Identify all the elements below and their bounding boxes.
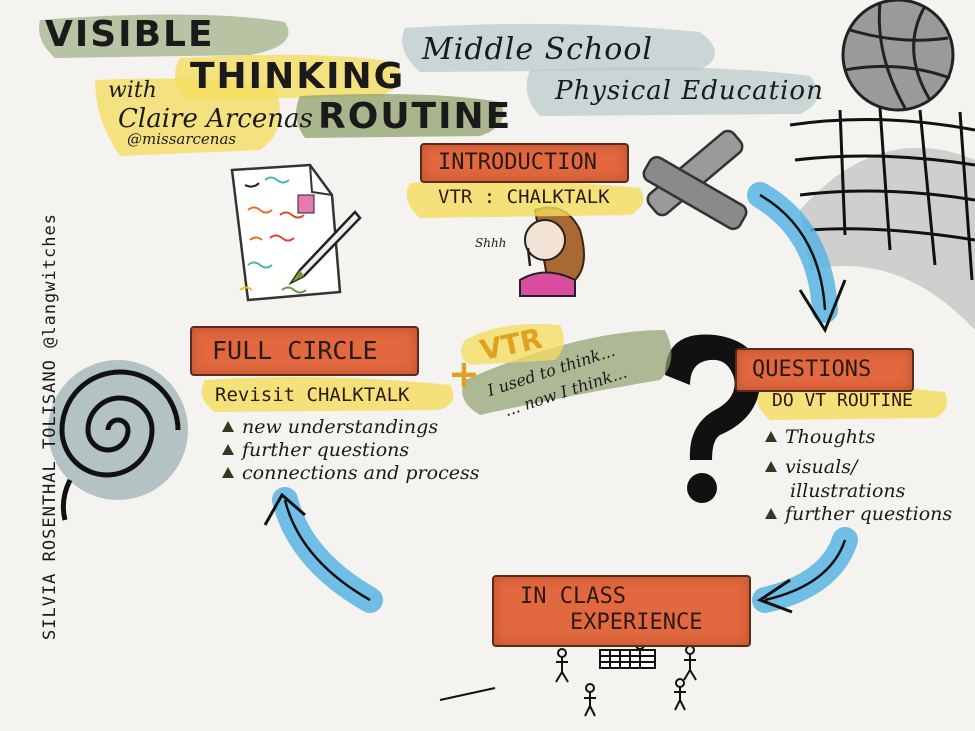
author-name: Claire Arcenas [118,104,313,134]
in-class-line-1: IN CLASS [520,584,626,609]
bullet-icon [765,431,777,442]
title-line-2: THINKING [190,56,406,97]
full-circle-item: connections and process [222,464,479,483]
with-label: with [108,78,157,103]
students-playing-icon [439,640,697,717]
questions-label: QUESTIONS [752,357,872,382]
in-class-line-2: EXPERIENCE [570,610,703,635]
bullet-icon [222,467,234,478]
in-class-banner [492,575,751,647]
author-handle: @missarcenas [127,130,237,148]
introduction-label: INTRODUCTION [438,150,597,175]
full-circle-banner [190,326,419,376]
chalk-icon [642,129,748,231]
bullet-icon [222,421,234,432]
chalktalk-paper-icon [230,163,362,302]
questions-item: Thoughts [765,428,875,447]
volleyball-icon [841,0,955,112]
questions-item: further questions [765,505,952,524]
full-circle-item: further questions [222,441,409,460]
bullet-icon [222,444,234,455]
introduction-routine: VTR : CHALKTALK [438,186,610,208]
introduction-banner [420,143,629,183]
full-circle-item: new understandings [222,418,438,437]
questions-item: visuals/ [765,458,857,477]
full-circle-routine: Revisit CHALKTALK [215,384,410,406]
full-circle-label: FULL CIRCLE [212,336,378,365]
subtitle-line-1: Middle School [422,32,653,67]
spiral-icon [48,360,188,521]
vtr-plus: + [448,352,480,396]
thinking-girl-icon [519,206,585,297]
questions-banner [735,348,914,392]
title-line-1: VISIBLE [45,14,215,55]
net-icon [789,107,975,330]
subtitle-line-2: Physical Education [555,76,824,106]
bullet-icon [765,461,777,472]
bullet-icon [765,508,777,519]
questions-routine: DO VT ROUTINE [772,390,913,411]
artist-credit: SILVIA ROSENTHAL TOLISANO @langwitches [40,213,60,640]
title-line-3: ROUTINE [318,96,513,137]
shh-label: Shhh [475,236,507,250]
cycle-arrows [263,182,858,614]
questions-item-continued: illustrations [790,480,906,502]
